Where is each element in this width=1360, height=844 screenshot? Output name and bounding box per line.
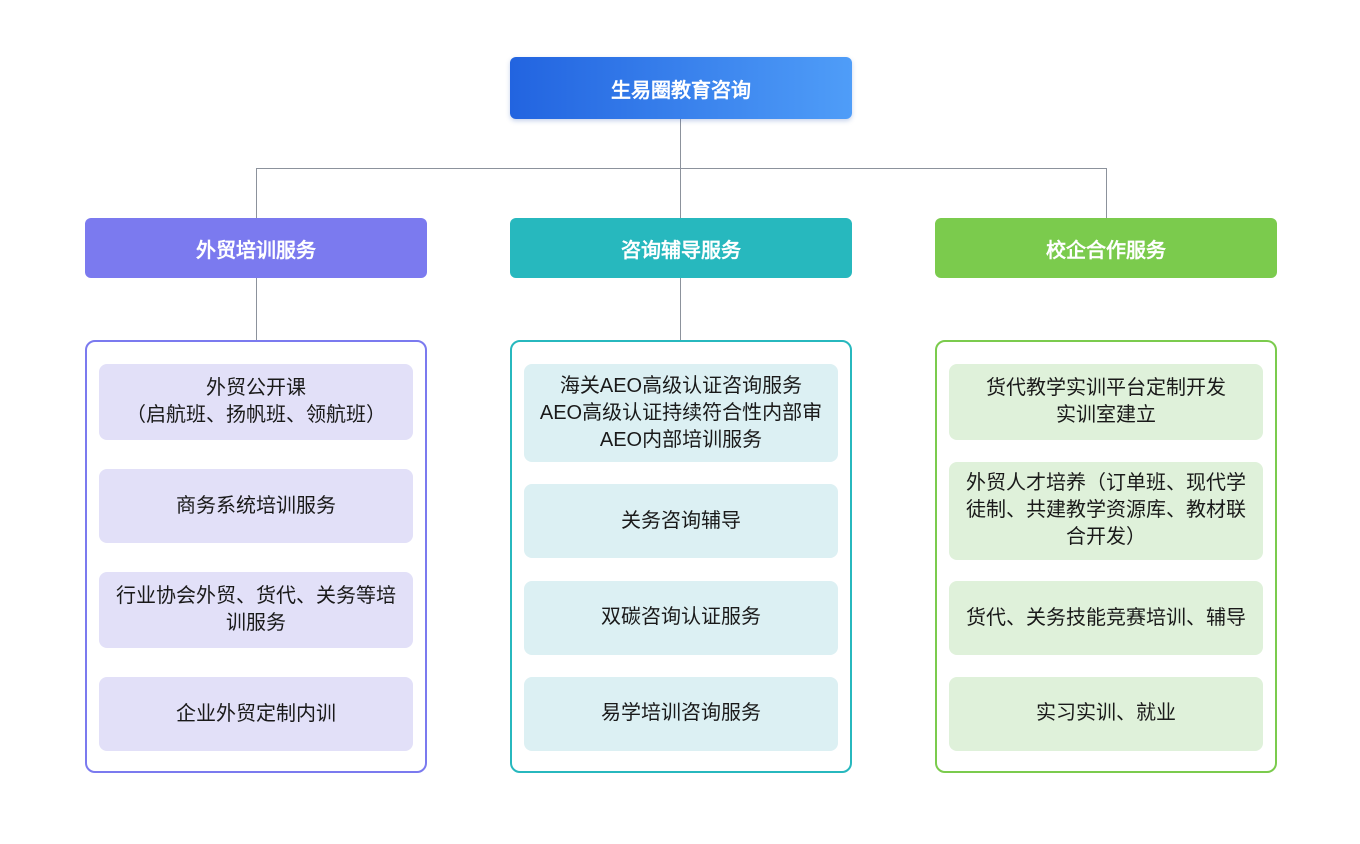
leaf-node[interactable]: 双碳咨询认证服务: [524, 580, 838, 655]
leaf-node[interactable]: 易学培训咨询服务: [524, 676, 838, 751]
leaf-node[interactable]: 企业外贸定制内训: [99, 677, 413, 751]
branch-header-consulting-coaching[interactable]: 咨询辅导服务: [510, 218, 852, 278]
branch-header-label: 外贸培训服务: [196, 239, 316, 262]
branch-group-foreign-trade-training: 外贸公开课 （启航班、扬帆班、领航班） 商务系统培训服务 行业协会外贸、货代、关…: [85, 340, 427, 773]
leaf-node[interactable]: 海关AEO高级认证咨询服务 AEO高级认证持续符合性内部审 AEO内部培训服务: [524, 364, 838, 462]
branch-header-label: 校企合作服务: [1046, 239, 1166, 262]
branch-group-school-enterprise: 货代教学实训平台定制开发 实训室建立 外贸人才培养（订单班、现代学徒制、共建教学…: [935, 340, 1277, 773]
root-node[interactable]: 生易圈教育咨询: [510, 57, 852, 119]
branch-group-consulting-coaching: 海关AEO高级认证咨询服务 AEO高级认证持续符合性内部审 AEO内部培训服务 …: [510, 340, 852, 773]
leaf-node[interactable]: 外贸人才培养（订单班、现代学徒制、共建教学资源库、教材联合开发）: [949, 461, 1263, 560]
connector-branch-1-to-items: [256, 278, 257, 340]
root-node-label: 生易圈教育咨询: [611, 79, 751, 102]
branch-header-foreign-trade-training[interactable]: 外贸培训服务: [85, 218, 427, 278]
leaf-node[interactable]: 货代教学实训平台定制开发 实训室建立: [949, 364, 1263, 440]
leaf-node[interactable]: 行业协会外贸、货代、关务等培训服务: [99, 572, 413, 648]
leaf-node[interactable]: 外贸公开课 （启航班、扬帆班、领航班）: [99, 364, 413, 440]
leaf-node[interactable]: 关务咨询辅导: [524, 484, 838, 559]
branch-header-label: 咨询辅导服务: [621, 239, 741, 262]
leaf-node[interactable]: 商务系统培训服务: [99, 469, 413, 543]
leaf-node[interactable]: 货代、关务技能竞赛培训、辅导: [949, 581, 1263, 656]
connector-rail-to-branch-3: [1106, 168, 1107, 218]
connector-rail-to-branch-1: [256, 168, 257, 218]
branch-header-school-enterprise[interactable]: 校企合作服务: [935, 218, 1277, 278]
leaf-node[interactable]: 实习实训、就业: [949, 676, 1263, 751]
connector-branch-2-to-items: [680, 278, 681, 340]
connector-horizontal-rail: [256, 168, 1106, 169]
